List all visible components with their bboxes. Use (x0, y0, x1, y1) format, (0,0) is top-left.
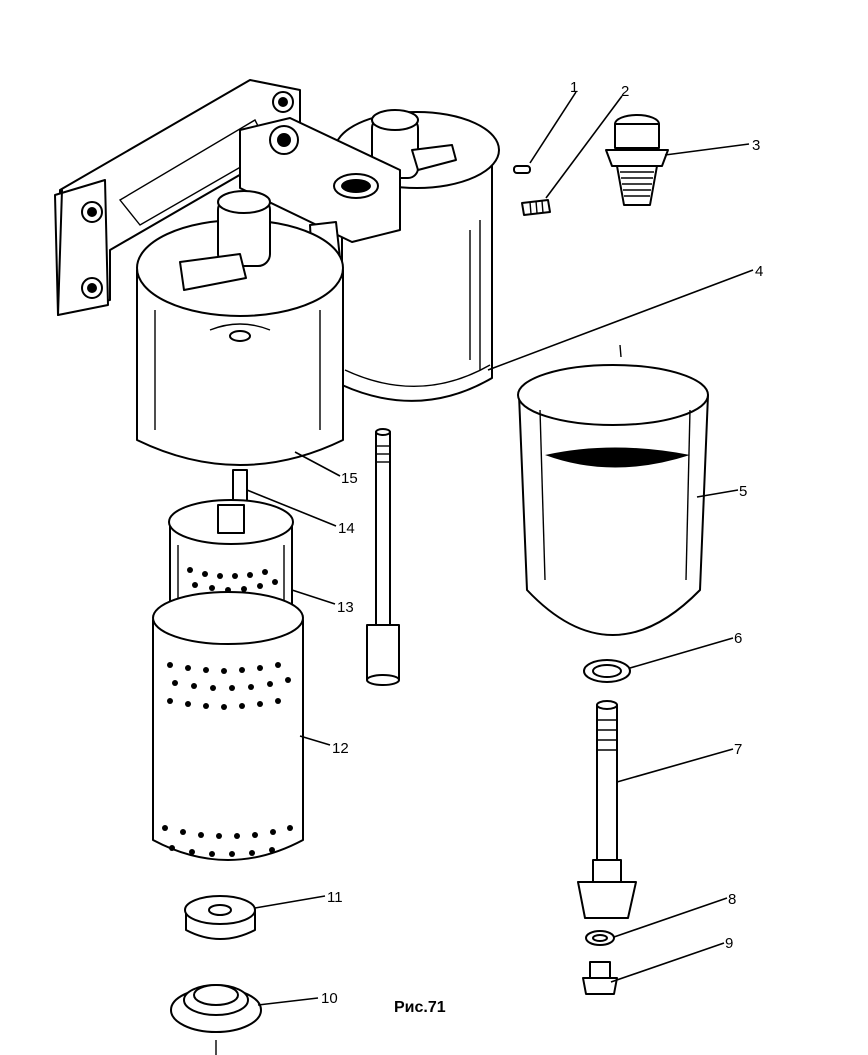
label-part-1: 1 (570, 79, 578, 96)
label-part-5: 5 (739, 483, 747, 500)
part-labels: 1 2 3 4 5 6 7 8 9 10 11 12 13 14 15 (321, 79, 763, 1007)
label-part-12: 12 (332, 740, 349, 757)
label-part-10: 10 (321, 990, 338, 1007)
figure-caption: Рис.71 (394, 999, 446, 1016)
part-6-washer (583, 659, 631, 683)
part-9-plug (582, 961, 618, 995)
label-part-14: 14 (338, 520, 355, 537)
leader-lines (246, 91, 754, 1006)
cross-bar (239, 117, 401, 263)
part-2-screw (521, 199, 551, 216)
part-5-bowl (517, 364, 709, 636)
part-1-pin (513, 165, 531, 174)
label-part-2: 2 (621, 83, 629, 100)
part-8-washer (585, 930, 615, 946)
label-part-15: 15 (341, 470, 358, 487)
label-part-9: 9 (725, 935, 733, 952)
label-part-11: 11 (327, 889, 343, 906)
label-part-3: 3 (752, 137, 760, 154)
label-part-13: 13 (337, 599, 354, 616)
part-3-fitting (605, 114, 669, 206)
part-12-outer-element (152, 591, 304, 861)
label-part-8: 8 (728, 891, 736, 908)
part-7-bolt (577, 700, 637, 919)
axis-mark-top (619, 344, 622, 358)
part-11-ring (184, 895, 256, 940)
label-part-4: 4 (755, 263, 763, 280)
label-part-7: 7 (734, 741, 742, 758)
part-10-seal (170, 984, 262, 1055)
label-part-6: 6 (734, 630, 742, 647)
front-top-boss (179, 190, 271, 291)
part-14-rod (366, 428, 400, 686)
